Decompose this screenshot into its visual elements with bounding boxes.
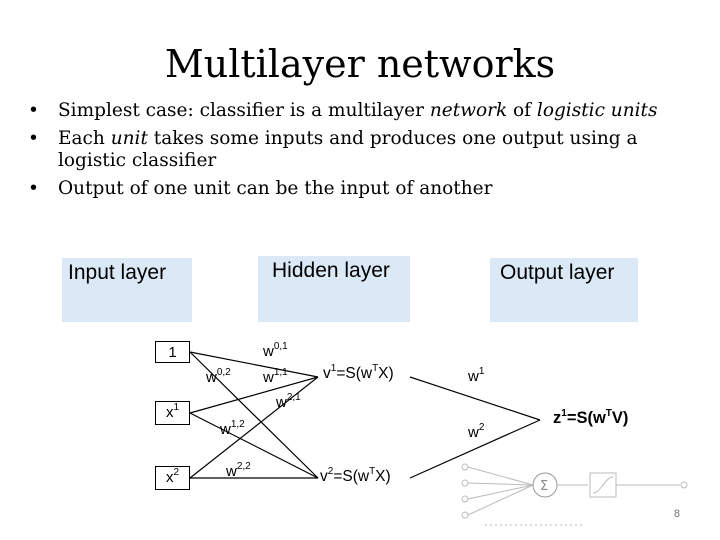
edge-v2-z1 [409, 419, 541, 479]
weight-w11: w1,1 [263, 367, 288, 387]
bullet-text: Simplest case: classifier is a multilaye… [58, 100, 657, 121]
edge-x2-v1 [189, 376, 319, 479]
x2-node: x2 [155, 466, 190, 490]
bullet-run: Simplest case: classifier is a multilaye… [58, 100, 430, 121]
weight-w02: w0,2 [206, 367, 231, 387]
edge-bias-v2 [189, 351, 319, 479]
weight-w2: w2 [468, 422, 485, 442]
bullet-item: • Simplest case: classifier is a multilay… [26, 100, 706, 122]
edge-v1-z1 [409, 376, 541, 421]
input-layer-label: Input layer [62, 258, 192, 322]
slide-title: Multilayer networks [164, 42, 556, 86]
x1-node: x1 [155, 401, 190, 425]
weight-w22: w2,2 [226, 461, 251, 481]
bullet-run: unit [110, 128, 148, 149]
svg-text:Σ: Σ [540, 479, 548, 494]
hidden-unit-v1: v1=S(wTX) [323, 363, 394, 383]
bullet-dot: • [28, 178, 39, 199]
edge-x1-v1 [189, 376, 319, 414]
output-unit-z1: z1=S(wTV) [553, 408, 629, 428]
logistic-unit-thumbnail: Σ [461, 463, 688, 526]
weight-w21: w2,1 [276, 392, 301, 412]
slide-number: 8 [673, 508, 680, 520]
bullet-text: Output of one unit can be the input of a… [58, 178, 492, 199]
bullet-dot: • [28, 100, 39, 121]
bullet-item: • Each unit takes some inputs and produce… [26, 128, 706, 172]
edge-bias-v1 [189, 351, 319, 378]
bullet-text: Each unit takes some inputs and produces… [58, 128, 638, 171]
weight-w1: w1 [468, 366, 485, 386]
bullet-list: • Simplest case: classifier is a multilay… [26, 100, 706, 206]
weight-w12: w1,2 [220, 419, 245, 439]
bias-node: 1 [155, 341, 190, 363]
hidden-layer-label: Hidden layer [258, 256, 410, 322]
hidden-unit-v2: v2=S(wTX) [320, 466, 391, 486]
bullet-run: Output of one unit can be the input of a… [58, 178, 493, 199]
bullet-run: network [429, 100, 508, 121]
output-layer-label: Output layer [490, 258, 638, 322]
edge-x1-v2 [189, 412, 319, 479]
bullet-run: of [507, 100, 537, 121]
bullet-dot: • [28, 128, 39, 149]
bullet-run: Each [58, 128, 111, 149]
weight-w01: w0,1 [263, 341, 288, 361]
bullet-run: logistic units [536, 100, 658, 121]
bullet-item: • Output of one unit can be the input of … [26, 178, 706, 200]
bullet-run: takes some inputs and produces one outpu… [58, 128, 638, 171]
